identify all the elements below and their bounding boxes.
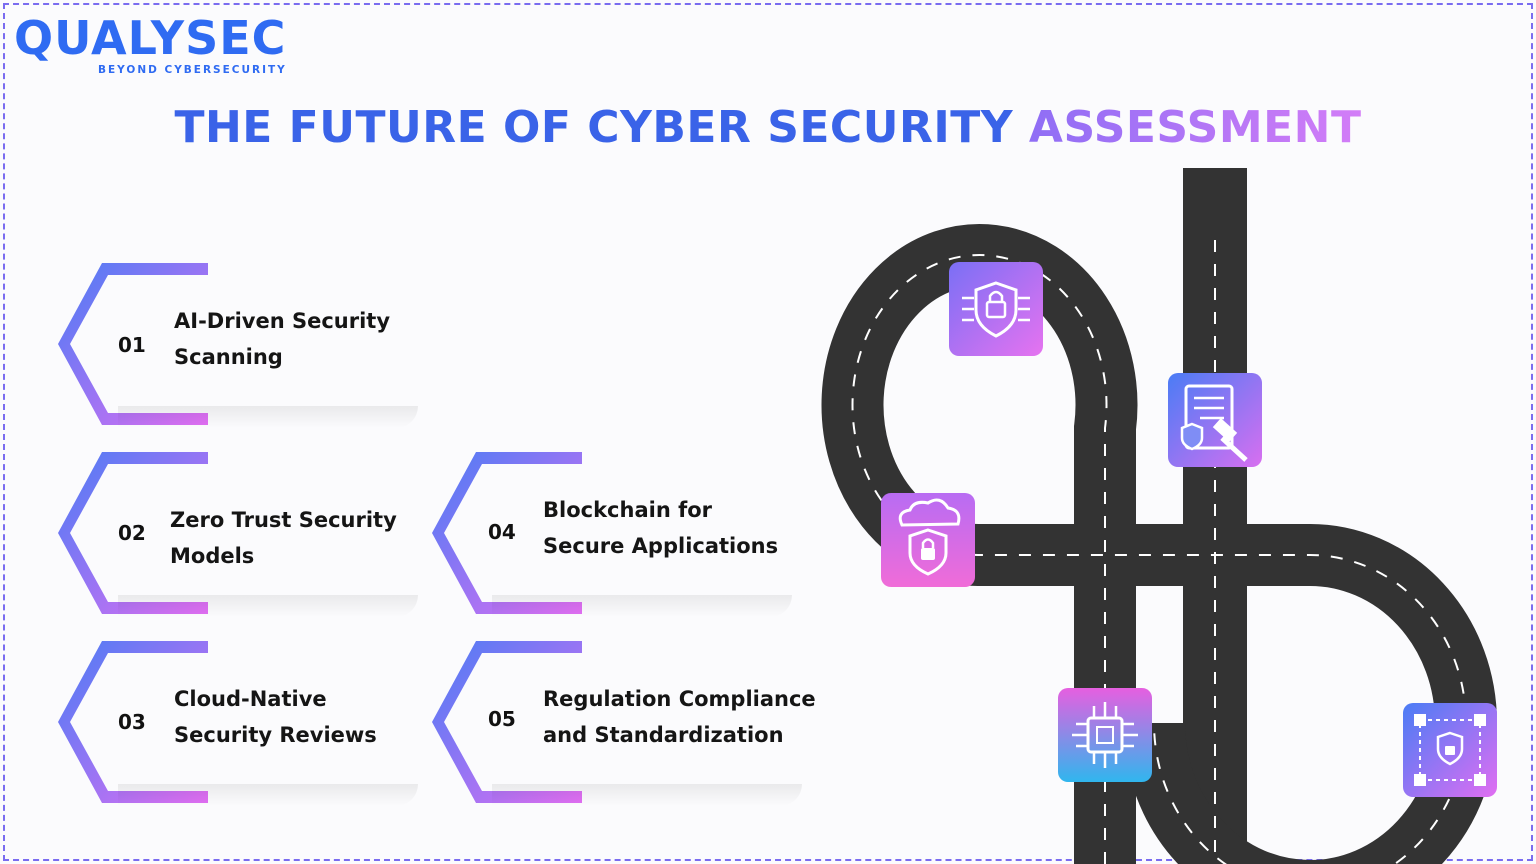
blockchain-lock-icon xyxy=(1403,703,1497,797)
processor-chip-icon xyxy=(1058,688,1152,782)
shield-chip-icon xyxy=(949,262,1043,356)
item-label: AI-Driven Security Scanning xyxy=(174,309,391,369)
item-label: Blockchain for Secure Applications xyxy=(543,498,779,558)
logo-tagline: BEYOND CYBERSECURITY xyxy=(98,64,287,76)
item-label: Zero Trust Security Models xyxy=(170,508,397,568)
card-shadow xyxy=(492,784,802,806)
item-card-04: 04 Blockchain for Secure Applications xyxy=(432,452,812,617)
qualysec-logo[interactable]: QUALYSEC BEYOND CYBERSECURITY xyxy=(14,10,324,80)
road-lane-markings xyxy=(851,240,1467,864)
card-shadow xyxy=(118,595,418,617)
title-highlight: ASSESSMENT xyxy=(1028,102,1362,153)
card-shadow xyxy=(118,784,418,806)
logo-wordmark: QUALYSEC xyxy=(14,11,287,65)
item-number: 04 xyxy=(488,520,516,544)
item-label: Cloud-Native Security Reviews xyxy=(174,687,377,747)
item-label: Regulation Compliance and Standardizatio… xyxy=(543,687,816,747)
item-number: 02 xyxy=(118,521,146,545)
cloud-lock-icon xyxy=(881,493,975,587)
title-main: THE FUTURE OF CYBER SECURITY xyxy=(174,102,1014,153)
item-card-01: 01 AI-Driven Security Scanning xyxy=(58,263,418,428)
legal-document-icon xyxy=(1168,373,1262,467)
item-card-03: 03 Cloud-Native Security Reviews xyxy=(58,641,418,806)
item-number: 03 xyxy=(118,710,146,734)
item-number: 01 xyxy=(118,333,146,357)
item-card-02: 02 Zero Trust Security Models xyxy=(58,452,418,617)
page-title: THE FUTURE OF CYBER SECURITY ASSESSMENT xyxy=(0,98,1536,158)
item-card-05: 05 Regulation Compliance and Standardiza… xyxy=(432,641,822,806)
card-shadow xyxy=(492,595,792,617)
card-shadow xyxy=(118,406,418,428)
item-number: 05 xyxy=(488,707,516,731)
